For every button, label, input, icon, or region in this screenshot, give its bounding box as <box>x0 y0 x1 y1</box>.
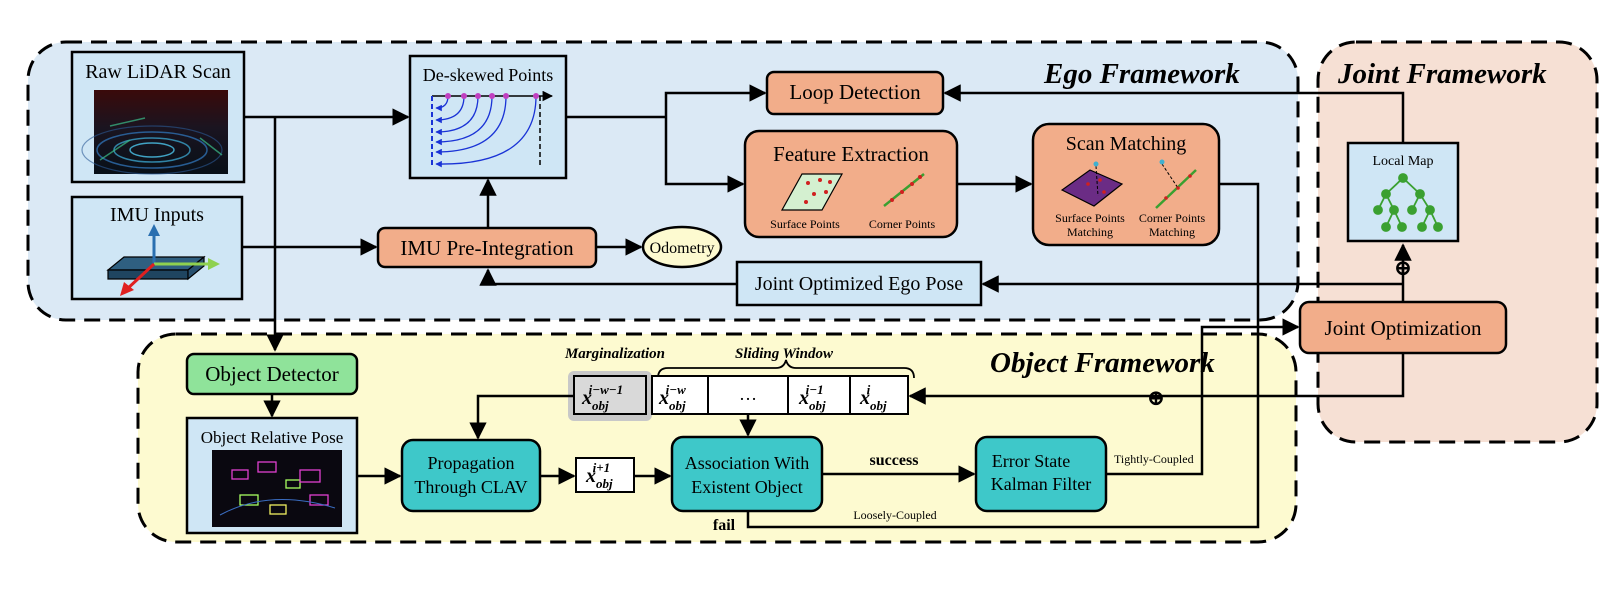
eskf-label-2: Kalman Filter <box>991 474 1091 494</box>
corner-matching-label-2: Matching <box>1149 225 1195 239</box>
feature-extraction-label: Feature Extraction <box>773 142 929 166</box>
imu-preintegration-label: IMU Pre-Integration <box>400 236 574 260</box>
loop-detection-label: Loop Detection <box>789 80 921 104</box>
surface-matching-label-1: Surface Points <box>1055 211 1125 225</box>
arrow-scanmatch-to-jointopt <box>746 182 1260 529</box>
joint-ego-pose-label: Joint Optimized Ego Pose <box>755 273 963 295</box>
joint-framework-title: Joint Framework <box>1337 58 1547 90</box>
oplus-object-icon: ⊕ <box>1147 385 1165 410</box>
surface-points-icon <box>780 173 844 211</box>
surface-matching-label-2: Matching <box>1067 225 1113 239</box>
deskewed-points-label: De-skewed Points <box>423 65 553 85</box>
association-label-1: Association With <box>685 453 809 473</box>
corner-matching-label-1: Corner Points <box>1139 211 1206 225</box>
propagation-label-2: Through CLAV <box>414 477 527 497</box>
state-x-i <box>849 375 909 415</box>
surface-matching-icon <box>1060 161 1124 207</box>
association-box <box>670 435 824 513</box>
state-x-i-w-1 <box>573 375 647 415</box>
deskew-illustration <box>431 90 554 168</box>
arrow-state-to-propagation <box>469 394 574 440</box>
object-pose-image <box>212 450 342 527</box>
sliding-window-brace <box>657 359 915 379</box>
arrow-egopose-to-preint <box>479 268 737 286</box>
imu-device-icon <box>106 224 220 296</box>
object-relative-pose-label: Object Relative Pose <box>201 428 344 447</box>
fail-label: fail <box>713 517 736 534</box>
state-ellipsis-label: … <box>739 384 757 404</box>
sliding-window-label: Sliding Window <box>735 346 834 362</box>
state-x-i-label: xobji <box>859 382 887 413</box>
eskf-label-1: Error State <box>992 451 1070 471</box>
loosely-coupled-label: Loosely-Coupled <box>853 508 936 522</box>
marginalization-label: Marginalization <box>564 346 665 362</box>
corner-points-label: Corner Points <box>869 217 936 231</box>
state-x-i-plus-1 <box>575 457 635 493</box>
state-x-i-w-label: xobji−w <box>658 382 686 413</box>
corner-points-icon <box>883 173 925 207</box>
arrow-deskew-to-feature <box>664 117 745 193</box>
propagation-box <box>400 438 542 513</box>
odometry-ellipse <box>641 225 723 269</box>
odometry-label: Odometry <box>650 240 715 257</box>
arrow-jointopt-to-state <box>908 353 1405 405</box>
ego-framework-title: Ego Framework <box>1043 58 1240 90</box>
surface-points-label: Surface Points <box>770 217 840 231</box>
state-x-i-1-label: xobji−1 <box>798 382 826 413</box>
arrow-tightly-to-jointopt <box>1106 318 1300 476</box>
raw-lidar-scan-label: Raw LiDAR Scan <box>85 61 231 83</box>
lidar-scan-image <box>81 90 228 175</box>
scan-matching-label: Scan Matching <box>1066 133 1187 155</box>
local-map-label: Local Map <box>1372 154 1433 169</box>
state-x-i-plus-1-label: xobji+1 <box>585 460 613 491</box>
object-detector-label: Object Detector <box>205 362 339 386</box>
joint-ego-pose-box <box>735 260 983 307</box>
success-label: success <box>870 452 919 469</box>
association-label-2: Existent Object <box>691 477 802 497</box>
ego-framework-region <box>26 40 1300 322</box>
object-framework-title: Object Framework <box>990 347 1215 379</box>
state-x-i-w-1-label: xobji−w−1 <box>581 382 623 413</box>
state-ellipsis-cell <box>707 375 789 415</box>
arrow-localmap-to-loop <box>943 84 1405 143</box>
local-map-tree-icon <box>1373 173 1443 232</box>
connectors <box>242 84 1412 529</box>
propagation-label-1: Propagation <box>428 453 515 473</box>
loop-detection-box <box>765 70 945 116</box>
arrow-deskew-to-loop <box>664 84 767 117</box>
tightly-coupled-label: Tightly-Coupled <box>1114 452 1194 466</box>
joint-optimization-label: Joint Optimization <box>1325 316 1482 340</box>
imu-inputs-label: IMU Inputs <box>110 204 204 226</box>
corner-matching-icon <box>1155 159 1197 209</box>
